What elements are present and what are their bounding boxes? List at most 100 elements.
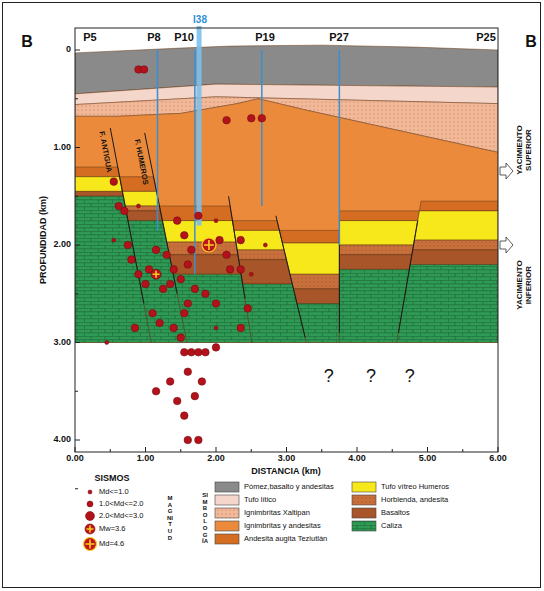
rock-layer (125, 206, 160, 211)
tick-label: 6.00 (489, 454, 507, 464)
legend-text: Andesita augita Teziutlán (244, 535, 327, 543)
fault-line (276, 216, 305, 338)
layer-texture (339, 245, 413, 255)
tick (75, 196, 78, 197)
tick (110, 449, 111, 452)
earthquake-dot (128, 256, 136, 264)
rock-layer (75, 167, 120, 177)
legend-swatch-texture (215, 508, 239, 518)
earthquakes (105, 66, 268, 444)
earthquake-dot (180, 412, 188, 420)
tick-label: 1.00 (53, 143, 71, 153)
well-line (339, 50, 341, 245)
legend-swatch (352, 495, 376, 505)
legend-symbols (84, 482, 377, 551)
earthquake-dot (112, 238, 116, 242)
tick (75, 447, 76, 452)
legend-text: 1.0<Md<=2.0 (99, 500, 143, 508)
rock-layer (75, 99, 498, 343)
plot-frame (75, 28, 498, 452)
quake-star-cross (153, 271, 160, 278)
legend-swatch (352, 482, 376, 492)
well-name: P27 (329, 31, 349, 43)
geology (75, 45, 498, 342)
legend-swatch (215, 534, 239, 544)
quake-star (202, 238, 216, 252)
legend-text: Tufo lítico (244, 496, 276, 504)
rock-layer (297, 304, 339, 343)
legend-text: Mw=3.6 (99, 525, 125, 533)
tick (75, 50, 80, 51)
figure-frame (3, 3, 541, 588)
earthquake-dot (184, 368, 192, 376)
tick-label: 0 (66, 45, 71, 55)
tick-label: 2.00 (53, 240, 71, 250)
earthquake-dot (212, 300, 220, 308)
legend-swatch (215, 495, 239, 505)
tick-label: 5.00 (419, 454, 437, 464)
legend-text: Md<=1.0 (99, 488, 129, 496)
earthquake-dot (156, 319, 164, 327)
tick (75, 391, 78, 392)
rock-layer (410, 250, 498, 265)
legend-swatch-texture (352, 521, 376, 531)
unknown-mark: ? (324, 367, 334, 387)
earthquake-dot (180, 231, 188, 239)
tick (392, 449, 393, 452)
axis-title: PROFUNDIDAD (km) (39, 196, 49, 284)
earthquake-dot (237, 266, 245, 274)
rock-layer (339, 245, 413, 255)
layer-texture (290, 274, 339, 289)
well-line (261, 50, 263, 206)
earthquake-dot (180, 348, 188, 356)
earthquake-dot (247, 114, 255, 122)
tick (75, 98, 78, 99)
tick (75, 293, 78, 294)
rock-layer (75, 177, 122, 192)
layer-texture (397, 265, 498, 343)
earthquake-dot (263, 243, 267, 247)
earthquake-dot (191, 392, 199, 400)
earthquake-dot (136, 204, 140, 208)
legend-text: Pómez,basalto y andesitas (244, 483, 334, 491)
reservoir-label: YACIMIENTO SUPERIOR (516, 115, 534, 185)
rock-layer (75, 191, 123, 196)
tick (462, 449, 463, 452)
tick (498, 447, 499, 452)
rock-layer (282, 243, 339, 274)
legend-text: Ignimbritas Xaltipan (244, 509, 310, 517)
earthquake-dot (142, 280, 150, 288)
legend-swatch (352, 521, 376, 531)
quake-star-cross (85, 539, 94, 548)
earthquake-dot (170, 266, 178, 274)
earthquake-dot (214, 219, 218, 223)
earthquake-dot (152, 387, 160, 395)
injection-well (197, 26, 202, 226)
layer-texture (297, 304, 339, 343)
rock-layer (339, 211, 419, 221)
earthquake-dot (249, 272, 253, 276)
rock-layer (397, 265, 498, 343)
layer-texture (413, 240, 498, 250)
rock-layer (122, 191, 159, 206)
quake-star (85, 524, 95, 534)
rock-layer (339, 221, 417, 245)
well-name: I38 (193, 14, 207, 25)
tick (180, 449, 181, 452)
earthquake-dot (166, 280, 174, 288)
well-line (194, 50, 196, 274)
rock-layer (237, 250, 286, 260)
earthquake-dot (170, 324, 178, 332)
earthquake-dot (124, 241, 132, 249)
rock-layer (239, 260, 293, 284)
earthquake-dot (110, 178, 118, 186)
tick (321, 449, 322, 452)
well-name: P8 (147, 31, 160, 43)
legend-heading: SISMOS (94, 474, 129, 484)
earthquake-dot (188, 348, 196, 356)
legend-text: Md=4.6 (99, 540, 124, 548)
earthquake-dot (226, 266, 234, 274)
earthquake-dot (188, 246, 196, 254)
quake-star (84, 538, 97, 551)
legend-heading: SIMBOLOGÍA (202, 492, 208, 545)
